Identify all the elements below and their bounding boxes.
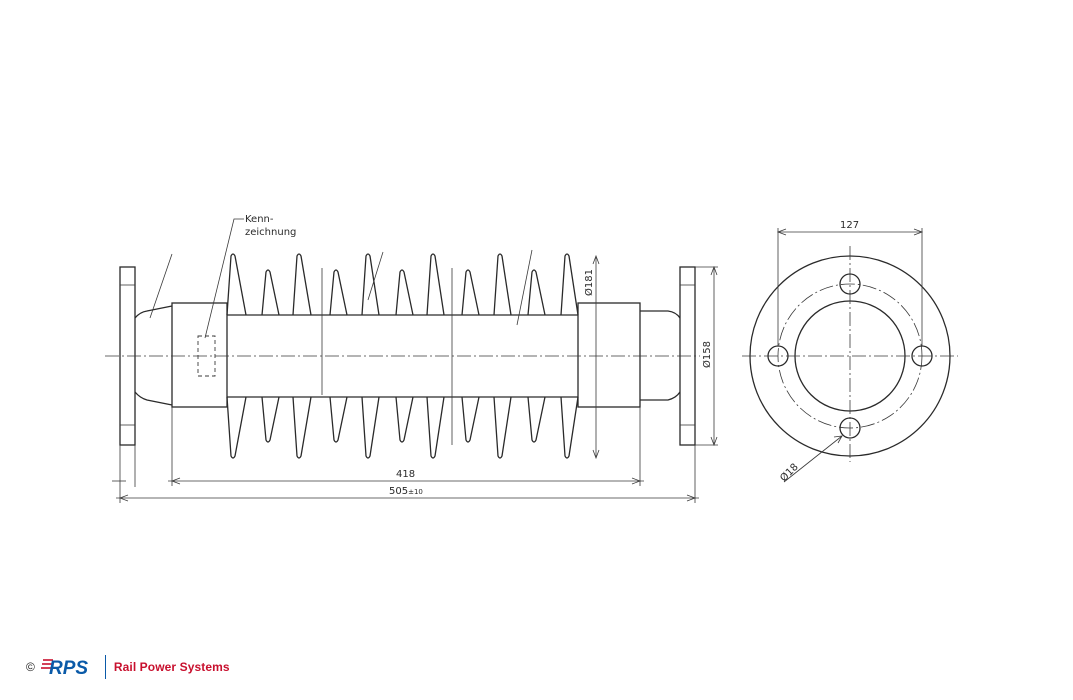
- sheds: [226, 253, 579, 459]
- copyright-symbol: ©: [26, 660, 35, 674]
- shed-11: [560, 253, 579, 459]
- shed-4: [329, 269, 348, 443]
- marking-label-2: zeichnung: [245, 227, 296, 238]
- shed-1: [226, 253, 247, 459]
- shed-3: [292, 253, 312, 459]
- end-view: 127 Ø18: [742, 220, 958, 484]
- hole-diameter-dim: Ø18: [778, 461, 801, 484]
- shed-2: [261, 269, 280, 443]
- side-view: Kenn- zeichnung Ø181 Ø158 418 505±10: [105, 214, 718, 503]
- shed-diameter-dim: Ø181: [583, 269, 595, 296]
- company-name: Rail Power Systems: [113, 660, 230, 674]
- footer: © RPS Rail Power Systems: [26, 652, 230, 682]
- overall-length-dim: 505±10: [389, 486, 423, 497]
- left-neck: [134, 305, 173, 406]
- flange-diameter-dim: Ø158: [701, 341, 713, 368]
- right-neck: [640, 310, 681, 401]
- left-fitting: [171, 302, 228, 408]
- shed-9: [493, 253, 512, 459]
- right-fitting: [577, 302, 641, 408]
- shed-5: [361, 253, 380, 459]
- svg-text:RPS: RPS: [49, 658, 88, 679]
- rps-logo: RPS: [40, 658, 88, 679]
- body-length-dim: 418: [396, 469, 415, 480]
- shed-7: [426, 253, 445, 459]
- marking-leader: [204, 218, 244, 339]
- shed-6: [395, 269, 414, 443]
- bolt-circle-dim: 127: [840, 220, 859, 231]
- marking-label-1: Kenn-: [245, 214, 274, 225]
- shed-10: [527, 269, 546, 443]
- logo-divider: [104, 655, 106, 679]
- shed-8: [461, 269, 480, 443]
